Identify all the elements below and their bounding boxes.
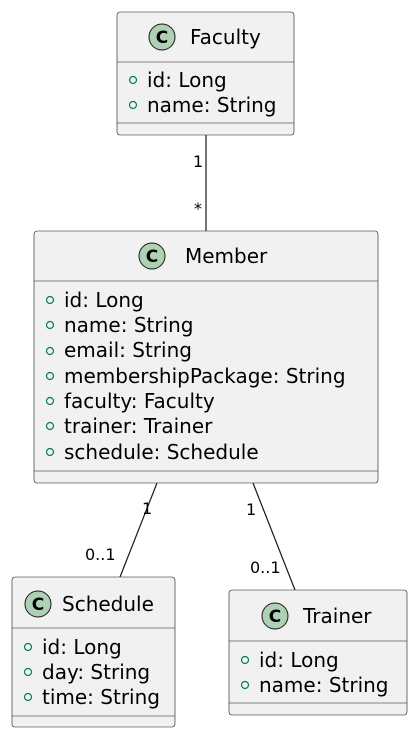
attribute-item: name: String: [259, 673, 389, 697]
class-c-icon: [24, 590, 52, 618]
class-c-icon: [148, 23, 176, 51]
class-stereotype-letter: C: [32, 595, 44, 615]
public-visibility-icon: [45, 396, 55, 406]
public-visibility-icon: [45, 421, 55, 431]
class-member[interactable]: C Member id: Long name: String email: St…: [33, 230, 379, 484]
public-visibility-icon: [128, 75, 138, 85]
public-visibility-icon: [240, 680, 250, 690]
attribute-item: trainer: Trainer: [64, 414, 213, 438]
attribute-item: id: Long: [147, 68, 227, 92]
class-trainer[interactable]: C Trainer id: Long name: String: [228, 589, 408, 716]
class-c-icon: [261, 602, 289, 630]
public-visibility-icon: [45, 295, 55, 305]
attribute-item: day: String: [42, 660, 150, 684]
multiplicity-member-end: *: [194, 199, 202, 218]
attribute-item: id: Long: [64, 288, 144, 312]
multiplicity-member-schedule-target: 0..1: [85, 545, 116, 564]
association-line-member-trainer: [252, 482, 296, 591]
class-stereotype-letter: C: [146, 247, 158, 267]
public-visibility-icon: [128, 100, 138, 110]
association-member-schedule: 1 0..1: [85, 482, 158, 578]
public-visibility-icon: [23, 642, 33, 652]
class-schedule[interactable]: C Schedule id: Long day: String time: St…: [11, 576, 176, 728]
class-member-body: [33, 230, 379, 484]
association-faculty-member: 1 *: [193, 135, 207, 231]
class-stereotype-letter: C: [156, 28, 168, 48]
public-visibility-icon: [23, 667, 33, 677]
multiplicity-member-schedule-source: 1: [142, 499, 152, 518]
public-visibility-icon: [23, 692, 33, 702]
class-name: Member: [185, 244, 268, 268]
attribute-item: time: String: [42, 685, 160, 709]
class-schedule-body: [11, 576, 176, 728]
multiplicity-member-trainer-target: 0..1: [250, 558, 281, 577]
multiplicity-member-trainer-source: 1: [246, 500, 256, 519]
attribute-item: email: String: [64, 338, 192, 362]
association-member-trainer: 1 0..1: [246, 482, 296, 591]
class-faculty[interactable]: C Faculty id: Long name: String: [116, 11, 295, 136]
attribute-item: membershipPackage: String: [64, 364, 346, 388]
public-visibility-icon: [45, 447, 55, 457]
attribute-item: faculty: Faculty: [64, 389, 215, 413]
association-line-member-schedule: [119, 482, 158, 578]
class-name: Faculty: [190, 25, 261, 49]
public-visibility-icon: [45, 320, 55, 330]
class-stereotype-letter: C: [269, 607, 281, 627]
multiplicity-faculty-end: 1: [193, 152, 203, 171]
class-name: Trainer: [302, 604, 372, 628]
attribute-item: name: String: [64, 313, 194, 337]
class-name: Schedule: [62, 592, 154, 616]
attribute-item: name: String: [147, 93, 277, 117]
attribute-item: id: Long: [259, 648, 339, 672]
public-visibility-icon: [45, 371, 55, 381]
public-visibility-icon: [240, 655, 250, 665]
attribute-item: schedule: Schedule: [64, 440, 259, 464]
public-visibility-icon: [45, 346, 55, 356]
attribute-item: id: Long: [42, 635, 122, 659]
class-c-icon: [138, 242, 166, 270]
